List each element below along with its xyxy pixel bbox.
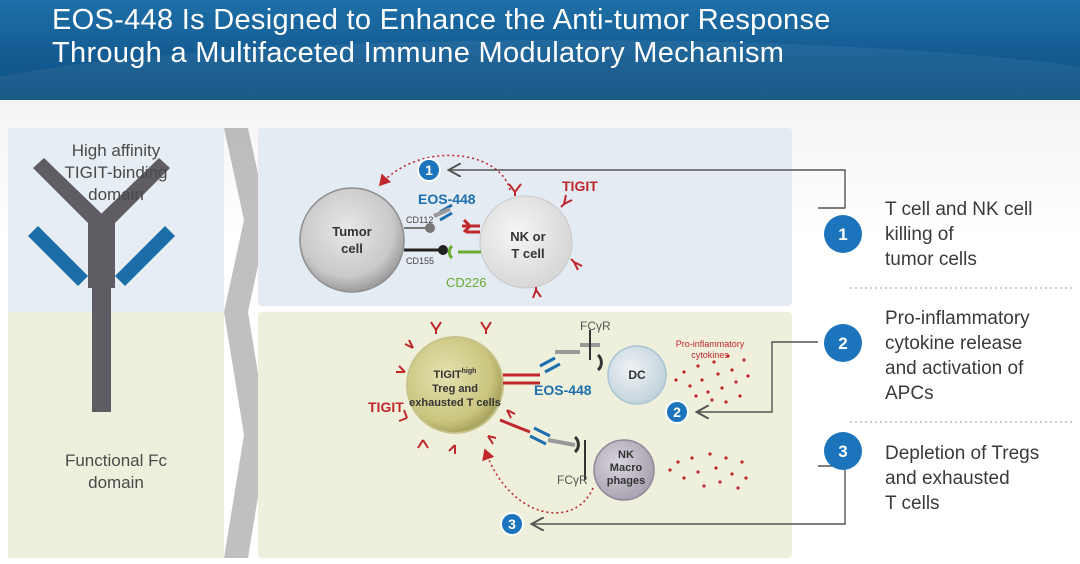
step-badge-1: 1 xyxy=(417,158,441,182)
title-line-2: Through a Multifaceted Immune Modulatory… xyxy=(52,37,785,69)
treg-label-sup: high xyxy=(462,368,477,375)
outcome-line: cytokine release xyxy=(885,333,1023,354)
svg-text:NK: NK xyxy=(618,449,634,461)
svg-text:NK or: NK or xyxy=(510,229,545,244)
nk-macrophage-cell xyxy=(593,439,655,501)
step-number: 2 xyxy=(673,404,681,420)
treg-label: Treg and xyxy=(432,383,478,395)
page-title: EOS-448 Is Designed to Enhance the Anti-… xyxy=(52,4,831,70)
label-line: TIGIT-binding xyxy=(64,163,168,182)
cd112-label: CD112 xyxy=(406,215,433,225)
outcome-2: Pro-inflammatory cytokine release and ac… xyxy=(885,306,1030,406)
svg-text:T cell: T cell xyxy=(511,246,544,261)
svg-text:Pro-inflammatory: Pro-inflammatory xyxy=(676,339,745,349)
outcome-number: 3 xyxy=(838,442,847,461)
killing-arrow xyxy=(378,154,511,191)
outcome-line: T cell and NK cell xyxy=(885,199,1033,220)
outcome-line: Depletion of Tregs xyxy=(885,443,1040,464)
treg-cell xyxy=(406,336,504,434)
depletion-arrow xyxy=(482,448,594,514)
outcome-number: 1 xyxy=(838,225,847,244)
chevron-arrow-icon xyxy=(224,312,268,558)
svg-text:exhausted T cells: exhausted T cells xyxy=(409,397,501,409)
fcgr-label-bottom: FCγR xyxy=(557,473,588,487)
outcome-line: T cells xyxy=(885,493,940,514)
cytokines-label: cytokines xyxy=(691,350,729,360)
cytokines-label: Pro-inflammatory xyxy=(676,339,745,349)
nk-t-cell-label: NK or xyxy=(510,229,545,244)
treg-label: TIGIT xyxy=(434,369,462,381)
nk-macro-label: phages xyxy=(607,475,646,487)
fc-domain-label: Functional Fc domain xyxy=(8,450,224,494)
tigit-binding-domain-label: High affinity TIGIT-binding domain xyxy=(8,140,224,206)
step-number: 1 xyxy=(425,162,433,178)
cd155-label: CD155 xyxy=(406,256,434,266)
step-number: 3 xyxy=(508,516,516,532)
number-badge-icon: 3 xyxy=(824,432,862,470)
cd226-label: CD226 xyxy=(446,275,486,290)
svg-text:cell: cell xyxy=(341,241,363,256)
outcome-3: Depletion of Tregs and exhausted T cells xyxy=(885,441,1039,516)
nk-t-cell-label: T cell xyxy=(511,246,544,261)
nk-macro-label: Macro xyxy=(610,462,643,474)
outcome-line: Pro-inflammatory xyxy=(885,308,1030,329)
svg-text:Tumor: Tumor xyxy=(332,224,371,239)
fcgr-label-top: FCγR xyxy=(580,319,611,333)
left-panel-bottom xyxy=(8,312,224,558)
number-badge-icon: 2 xyxy=(824,324,862,362)
cytokine-particles xyxy=(668,354,750,490)
step-badge-3: 3 xyxy=(500,512,524,536)
label-line: domain xyxy=(88,473,144,492)
outcome-line: killing of xyxy=(885,224,954,245)
svg-text:phages: phages xyxy=(607,475,646,487)
tigit-label-top: TIGIT xyxy=(562,178,598,194)
title-line-1: EOS-448 Is Designed to Enhance the Anti-… xyxy=(52,4,831,36)
step-badge-2: 2 xyxy=(665,400,689,424)
tigit-label-bottom: TIGIT xyxy=(368,399,404,415)
chevron-arrow-icon xyxy=(224,128,268,312)
treg-label: exhausted T cells xyxy=(409,397,501,409)
tumor-cell-label: Tumor xyxy=(332,224,371,239)
svg-text:cytokines: cytokines xyxy=(691,350,729,360)
label-line: High affinity xyxy=(71,141,161,160)
outcome-number: 2 xyxy=(838,334,847,353)
antibody-icon xyxy=(28,158,175,412)
eos448-label-top: EOS-448 xyxy=(418,191,476,207)
connector-arrow-2 xyxy=(698,341,818,412)
outcome-line: and activation of xyxy=(885,358,1024,379)
outcome-line: tumor cells xyxy=(885,249,977,270)
svg-text:TIGIThigh: TIGIThigh xyxy=(434,368,477,381)
dc-cell xyxy=(607,345,667,405)
label-line: Functional Fc xyxy=(64,451,168,470)
svg-text:Macro: Macro xyxy=(610,462,643,474)
tumor-cell-label: cell xyxy=(341,241,363,256)
dc-label: DC xyxy=(628,368,646,382)
tumor-cell xyxy=(299,187,405,293)
number-badge-icon: 1 xyxy=(824,215,862,253)
label-line: domain xyxy=(88,185,144,204)
connector-arrow-1 xyxy=(450,170,846,209)
eos448-label-bottom: EOS-448 xyxy=(534,382,592,398)
outcome-line: and exhausted xyxy=(885,468,1010,489)
nk-t-cell xyxy=(479,195,573,289)
nk-macro-label: NK xyxy=(618,449,634,461)
svg-text:Treg and: Treg and xyxy=(432,383,478,395)
outcome-1: T cell and NK cell killing of tumor cell… xyxy=(885,197,1033,272)
outcome-line: APCs xyxy=(885,383,934,404)
header-banner: EOS-448 Is Designed to Enhance the Anti-… xyxy=(0,0,1080,100)
